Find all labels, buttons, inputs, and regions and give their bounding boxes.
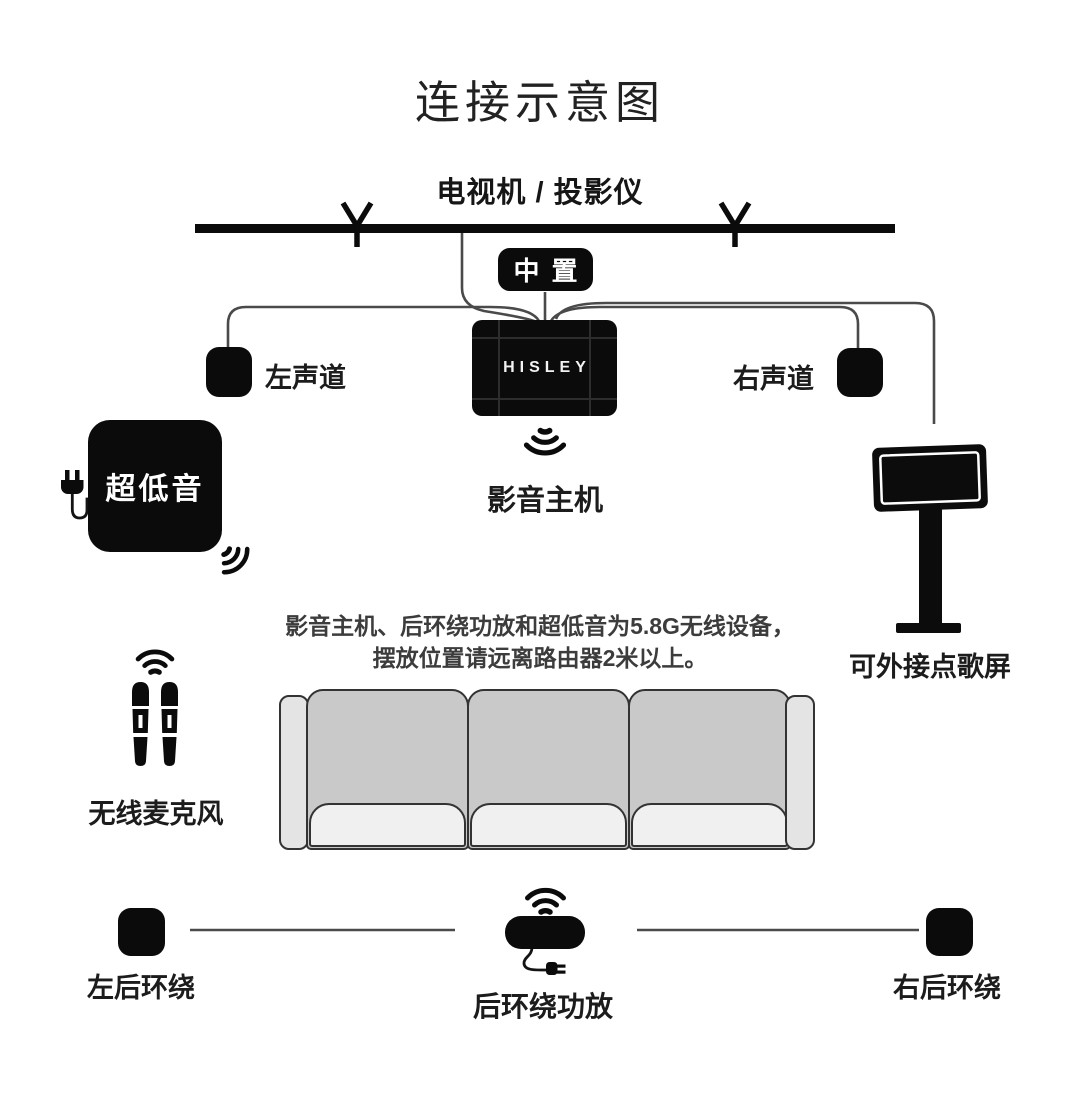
left-channel-speaker: [206, 347, 252, 397]
subwoofer: 超低音: [88, 420, 222, 552]
brand-logo: HISLEY: [503, 359, 591, 376]
wireless-note: 影音主机、后环绕功放和超低音为5.8G无线设备， 摆放位置请远离路由器2米以上。: [0, 610, 1080, 674]
wireless-note-line1: 影音主机、后环绕功放和超低音为5.8G无线设备，: [285, 613, 795, 639]
sofa-armrest-right: [785, 695, 815, 850]
song-screen-display: [872, 444, 988, 633]
antenna-mark-icon: [340, 201, 752, 247]
power-plug-icon: [61, 470, 90, 520]
sofa-cushion: [467, 689, 630, 850]
sofa: [279, 689, 815, 853]
song-screen-label: 可外接点歌屏: [849, 652, 1011, 682]
right-channel-label: 右声道: [733, 364, 814, 394]
rear-amp-label: 后环绕功放: [472, 991, 613, 1022]
wifi-signal-icon: [215, 540, 252, 577]
sofa-cushion: [306, 689, 469, 850]
center-speaker-label: 中置: [513, 256, 590, 286]
tv-bar: [195, 224, 895, 233]
microphones-label: 无线麦克风: [88, 799, 224, 829]
rear-surround-amp: [505, 916, 585, 949]
sofa-seat-front: [631, 803, 788, 847]
left-channel-label: 左声道: [265, 363, 346, 393]
panel-line: [472, 337, 617, 339]
subwoofer-label: 超低音: [105, 473, 205, 506]
wifi-signal-icon: [526, 431, 563, 453]
av-main-unit-label: 影音主机: [486, 485, 603, 517]
av-main-unit: HISLEY: [472, 320, 617, 416]
sofa-cushion: [628, 689, 791, 850]
right-channel-speaker: [837, 348, 883, 397]
rear-right-speaker: [926, 908, 973, 956]
page-title: 连接示意图: [414, 77, 665, 128]
tv-projector-label: 电视机 / 投影仪: [436, 177, 644, 209]
sofa-seat-front: [309, 803, 466, 847]
panel-line: [589, 320, 591, 416]
speaker-wires: [226, 233, 936, 424]
rear-right-label: 右后环绕: [893, 973, 1001, 1003]
sofa-armrest-left: [279, 695, 309, 850]
center-speaker-tag: 中置: [498, 248, 593, 291]
sofa-seat-front: [470, 803, 627, 847]
panel-line: [498, 320, 500, 416]
rear-left-speaker: [118, 908, 165, 956]
microphone-icon: [132, 682, 178, 766]
panel-line: [472, 398, 617, 400]
wireless-note-line2: 摆放位置请远离路由器2米以上。: [372, 645, 708, 671]
rear-left-label: 左后环绕: [87, 973, 195, 1003]
wifi-signal-icon: [528, 890, 564, 912]
power-plug-icon: [522, 946, 566, 975]
